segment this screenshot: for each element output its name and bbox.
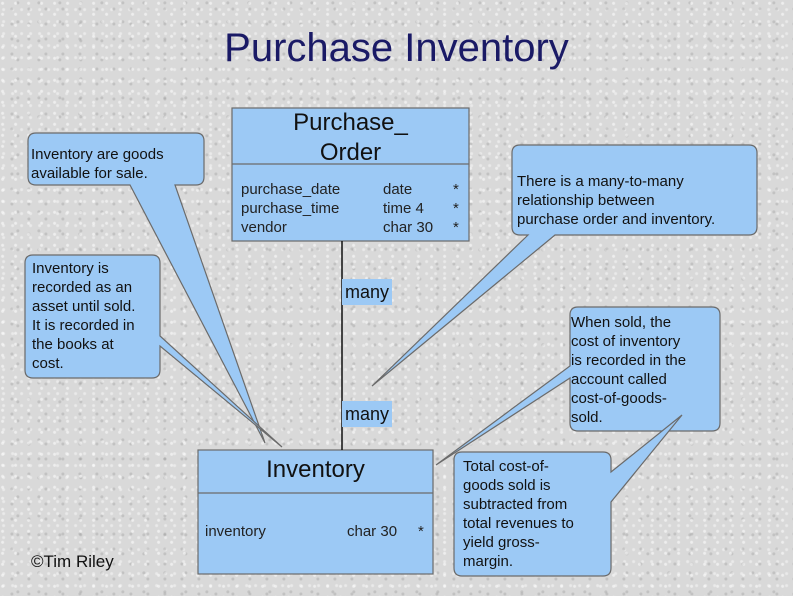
callout-asset-text: Inventory is recorded as an asset until …: [32, 260, 136, 372]
purchase-order-title: Purchase_ Order: [293, 109, 408, 166]
purchase-order-types: date time 4 char 30: [383, 181, 434, 236]
inventory-type: char 30: [347, 523, 398, 540]
callout-goods-text: Inventory are goods available for sale.: [31, 146, 164, 182]
copyright-credit: ©Tim Riley: [31, 552, 114, 571]
callout-when-sold-shape: [435, 306, 721, 466]
inventory-field: inventory: [205, 523, 266, 540]
callout-many-to-many-shape: [371, 144, 758, 387]
page-title: Purchase Inventory: [224, 26, 569, 70]
callout-when-sold-text: When sold, the cost of inventory is reco…: [571, 314, 687, 426]
callout-total-cost-shape: [453, 414, 683, 577]
callout-many-to-many-text: There is a many-to-many relationship bet…: [517, 173, 716, 228]
multiplicity-top: many: [342, 279, 393, 305]
purchase-order-fields: purchase_date purchase_time vendor: [241, 181, 341, 236]
inventory-key: *: [418, 523, 424, 540]
callout-asset-shape: [24, 254, 283, 448]
purchase-order-keys: * * *: [453, 181, 459, 236]
purchase-order-box: [231, 107, 470, 242]
inventory-title: Inventory: [266, 456, 365, 483]
callout-total-cost-text: Total cost-of- goods sold is subtracted …: [463, 458, 574, 570]
inventory-box: [197, 449, 434, 575]
callout-goods-shape: [27, 132, 266, 444]
multiplicity-bottom: many: [342, 401, 393, 427]
